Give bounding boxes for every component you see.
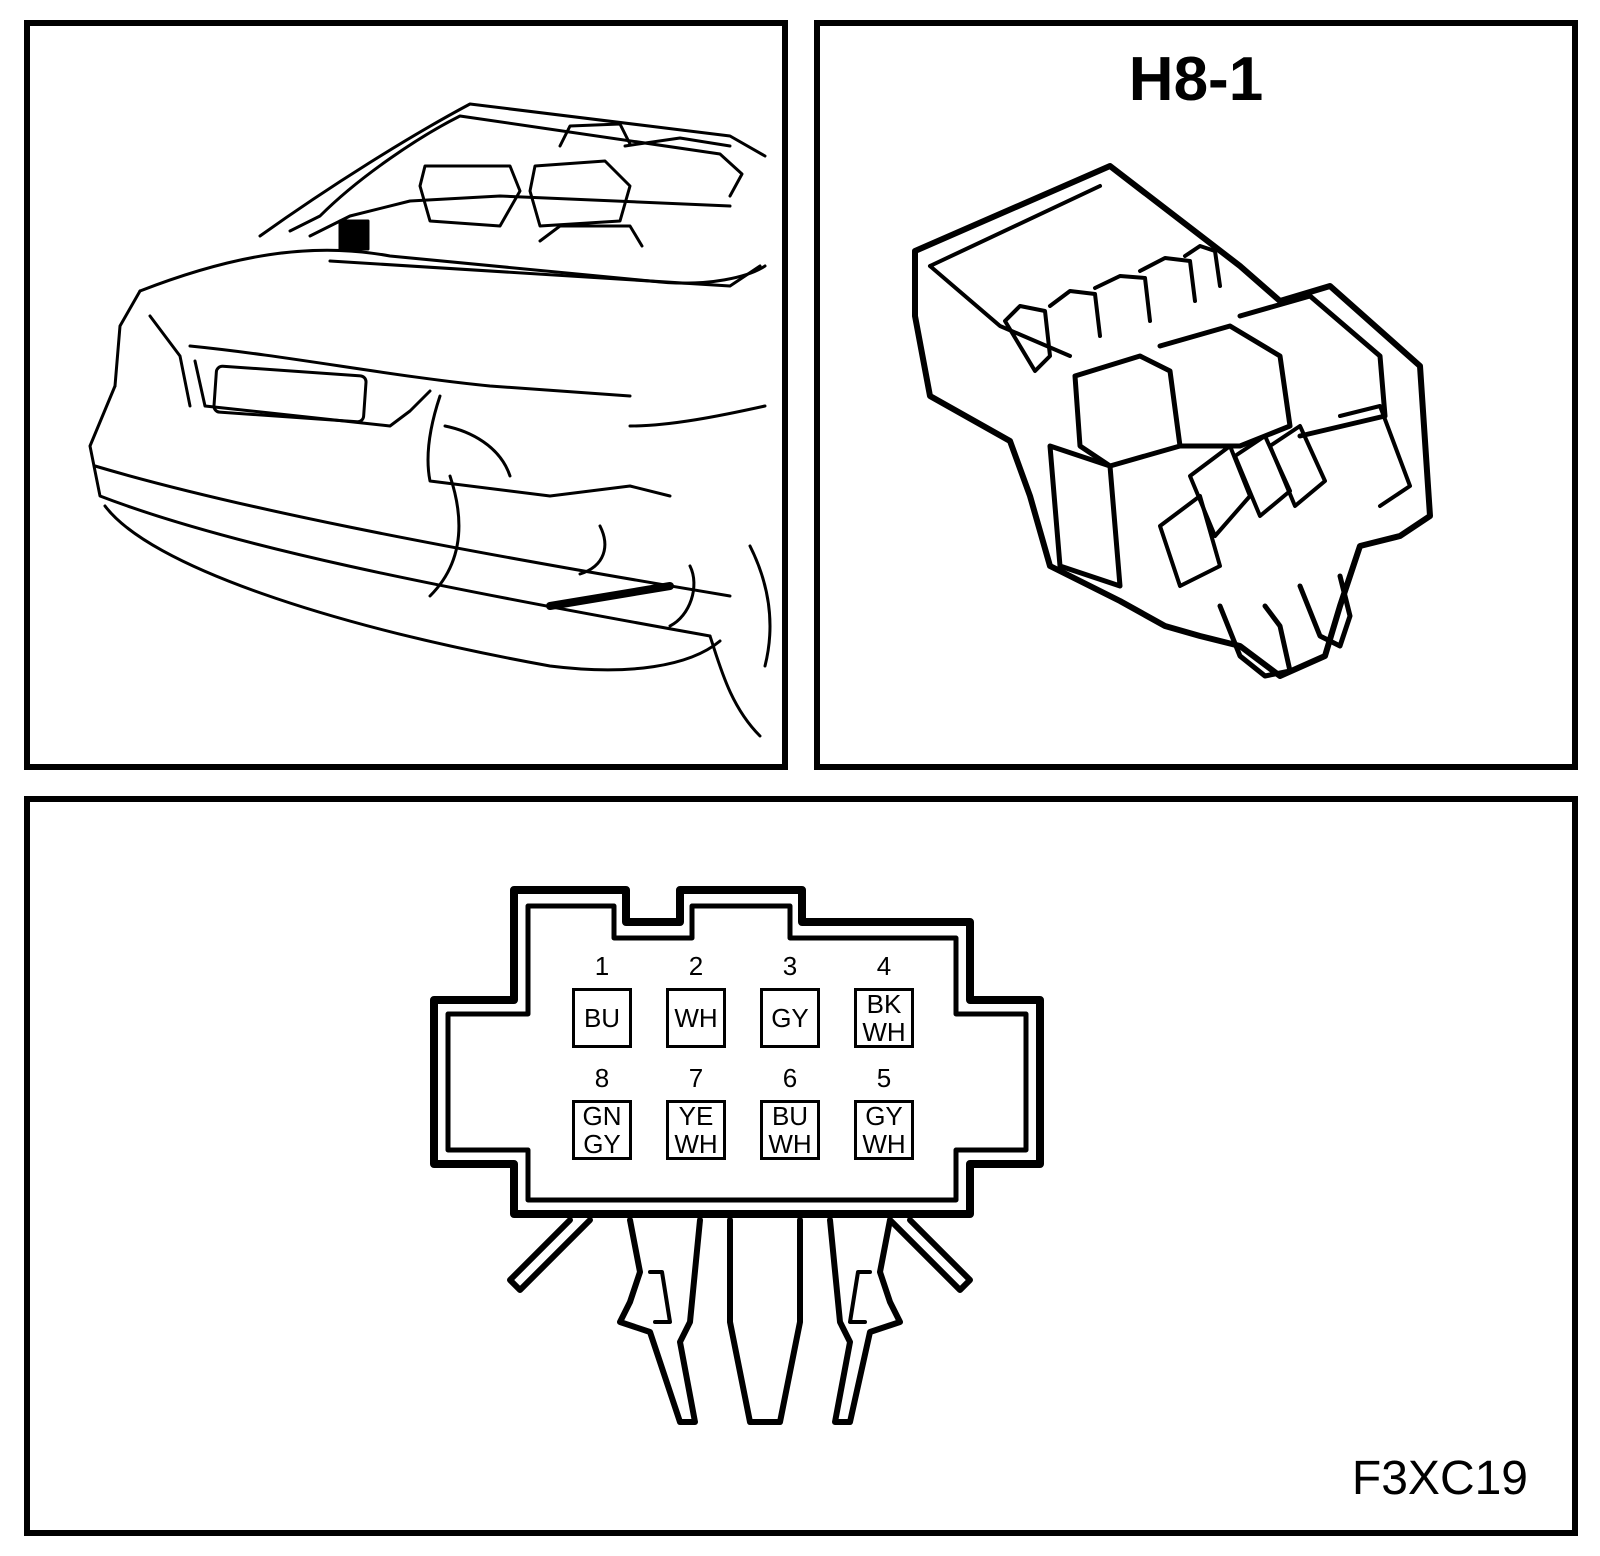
pin-6-wire-color: BU [771, 1101, 809, 1131]
pin-number-8: 8 [594, 1063, 610, 1093]
pin-4-wire-stripe: WH [862, 1017, 906, 1047]
pin-6-cavity: BU WH [760, 1100, 820, 1160]
pin-7-cavity: YE WH [666, 1100, 726, 1160]
pinout-panel: 1 2 3 4 BU WH GY BK WH 8 7 6 5 GN GY YE … [24, 796, 1578, 1536]
pin-number-2: 2 [688, 951, 704, 981]
pin-2-wire-color: WH [674, 1003, 718, 1033]
pin-5-wire-stripe: WH [862, 1129, 906, 1159]
pin-1-cavity: BU [572, 988, 632, 1048]
pin-4-cavity: BK WH [854, 988, 914, 1048]
pin-3-cavity: GY [760, 988, 820, 1048]
pin-number-5: 5 [876, 1063, 892, 1093]
pin-8-wire-stripe: GY [583, 1129, 621, 1159]
pin-8-wire-color: GN [582, 1101, 622, 1131]
pin-4-wire-color: BK [866, 989, 902, 1019]
pin-3-wire-color: GY [771, 1003, 809, 1033]
pin-6-wire-stripe: WH [768, 1129, 812, 1159]
car-rear-illustration [88, 102, 772, 738]
pin-number-3: 3 [782, 951, 798, 981]
pin-1-wire-color: BU [583, 1003, 621, 1033]
figure-reference-code: F3XC19 [1351, 1452, 1528, 1505]
pin-8-cavity: GN GY [572, 1100, 632, 1160]
pin-5-cavity: GY WH [854, 1100, 914, 1160]
pin-number-4: 4 [876, 951, 892, 981]
pin-number-1: 1 [594, 951, 610, 981]
connector-id: H8-1 [1128, 45, 1264, 114]
pin-number-6: 6 [782, 1063, 798, 1093]
pin-7-wire-color: YE [678, 1101, 714, 1131]
pin-7-wire-stripe: WH [674, 1129, 718, 1159]
connector-3d-illustration [912, 163, 1433, 679]
pin-number-7: 7 [688, 1063, 704, 1093]
pin-2-cavity: WH [666, 988, 726, 1048]
pin-5-wire-color: GY [865, 1101, 903, 1131]
connector-3d-panel: H8-1 [814, 20, 1578, 770]
connector-face-outline [430, 886, 1044, 1425]
car-location-panel [24, 20, 788, 770]
